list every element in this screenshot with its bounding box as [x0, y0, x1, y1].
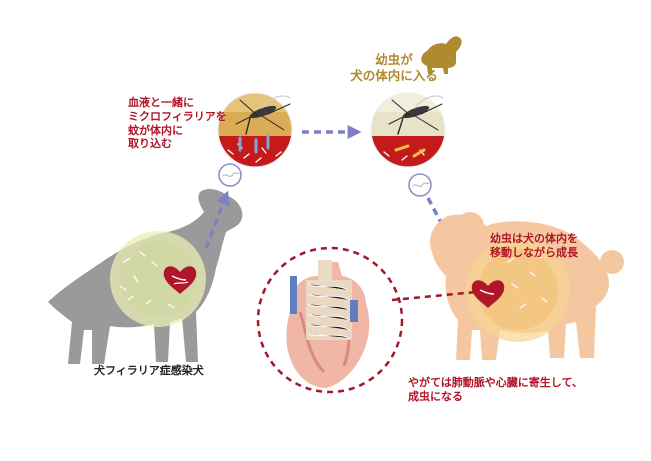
label-larva-grows: 幼虫は犬の体内を 移動しながら成長 — [490, 232, 578, 259]
healthy-dog — [429, 212, 624, 360]
mosquito-icon — [235, 95, 291, 135]
healthy-dog-heart-icon — [471, 280, 505, 308]
infected-dog-body-inner — [120, 241, 196, 317]
infected-dog-microfilaria — [119, 251, 175, 309]
heart-callout — [256, 246, 477, 394]
mosquito-circle-right — [370, 92, 446, 168]
label-larva-enters: 幼虫が 犬の体内に入る — [350, 52, 438, 83]
healthy-dog-larvae — [507, 253, 548, 309]
microfilaria-circle-left — [218, 163, 242, 187]
microfilaria-circle-right — [408, 173, 432, 197]
label-infected-dog: 犬フィラリア症感染犬 — [94, 364, 204, 377]
callout-pointer — [391, 290, 477, 302]
healthy-dog-body-inner — [478, 250, 558, 330]
label-mosquito-ingests: 血液と一緒に ミクロフィラリアを 蚊が体内に 取り込む — [128, 96, 227, 151]
dog-silhouette-icon — [421, 36, 462, 74]
arrow-mosquito-to-dog — [426, 197, 449, 237]
arrow-dog-to-mosquito — [204, 190, 230, 249]
label-adult-parasite: やがては肺動脈や心臓に寄生して、 成虫になる — [408, 376, 583, 403]
mosquito-icon-right — [388, 95, 444, 135]
lifecycle-arrows — [204, 125, 449, 249]
infected-dog-heart-icon — [163, 266, 197, 294]
infected-dog — [48, 189, 243, 364]
